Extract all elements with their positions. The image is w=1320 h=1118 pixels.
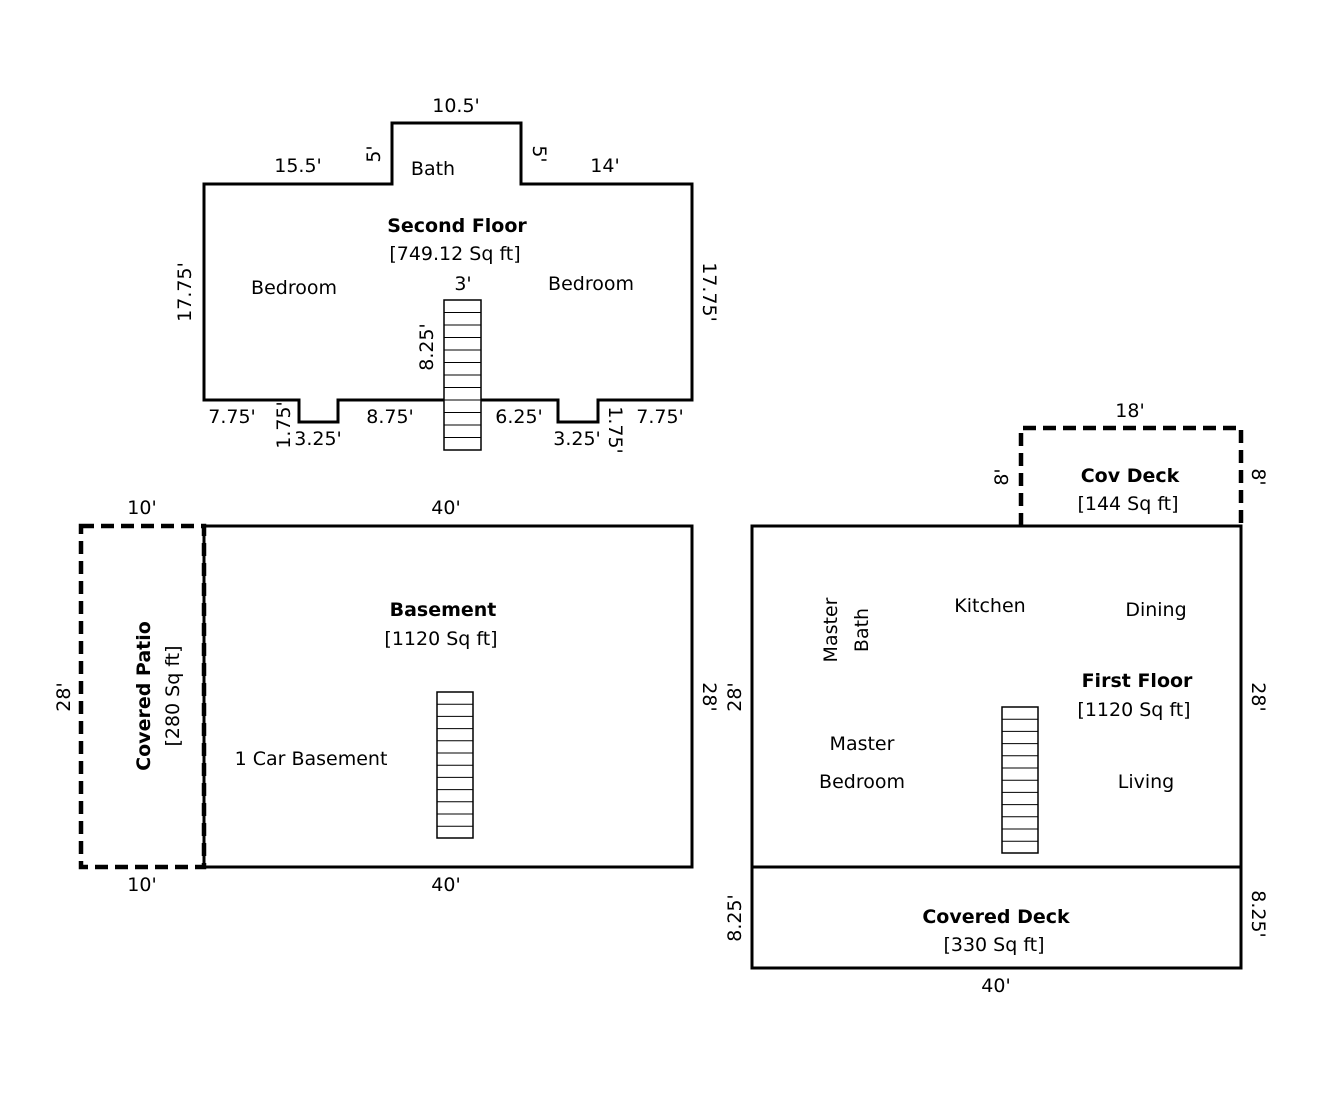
- covered-patio-outline: [78, 523, 207, 870]
- dim-cov-deck-right: 8': [1247, 468, 1269, 485]
- covered-patio-area: [280 Sq ft]: [162, 645, 184, 746]
- dim-bottom-right: 7.75': [636, 406, 684, 428]
- dim-bottom-mid: 8.75': [366, 406, 414, 428]
- second-floor-outline: [202, 121, 694, 424]
- dim-patio-bottom: 10': [127, 874, 156, 896]
- second-floor-stairs: [443, 299, 482, 451]
- basement-outline: [202, 524, 694, 869]
- second-floor-plan: Second Floor [749.12 Sq ft] Bath Bedroom…: [174, 95, 720, 454]
- dim-notch1-width: 3.25': [294, 428, 342, 450]
- cov-deck-outline: [1018, 425, 1244, 526]
- covered-deck-plan: Covered Deck [330 Sq ft] 8.25' 8.25' 40': [724, 865, 1269, 997]
- dim-bottom-left: 7.75': [208, 406, 256, 428]
- dim-basement-bottom: 40': [431, 874, 460, 896]
- cov-deck-area: [144 Sq ft]: [1077, 493, 1178, 515]
- dim-notch2-depth: 1.75': [604, 406, 626, 454]
- dim-left: 17.75': [174, 262, 196, 322]
- bedroom-left-label: Bedroom: [251, 277, 337, 299]
- covered-patio-plan: Covered Patio [280 Sq ft] 10' 10' 28': [53, 497, 207, 896]
- covered-deck-outline: [750, 865, 1243, 970]
- dim-covered-deck-bottom: 40': [981, 975, 1010, 997]
- first-floor-plan: Master Bath Kitchen Dining First Floor […: [724, 524, 1269, 869]
- dim-top-right: 14': [590, 155, 619, 177]
- dim-patio-left: 28': [53, 682, 75, 711]
- dim-stair-width: 3': [454, 273, 471, 295]
- dim-bath-right: 5': [528, 145, 550, 162]
- first-floor-area: [1120 Sq ft]: [1077, 699, 1190, 721]
- master-bedroom-label-line1: Master: [830, 733, 895, 755]
- dim-first-floor-right: 28': [1247, 682, 1269, 711]
- first-floor-outline: [750, 524, 1243, 869]
- dim-basement-top: 40': [431, 497, 460, 519]
- master-bath-label-line1: Master: [820, 597, 842, 662]
- first-floor-stairs: [1001, 706, 1039, 854]
- dim-basement-right: 28': [698, 682, 720, 711]
- master-bedroom-label-line2: Bedroom: [819, 771, 905, 793]
- dim-cov-deck-left: 8': [991, 468, 1013, 485]
- covered-patio-title: Covered Patio: [133, 621, 155, 771]
- dim-bath-left: 5': [363, 145, 385, 162]
- dim-top-left: 15.5': [274, 155, 322, 177]
- dining-label: Dining: [1125, 599, 1186, 621]
- covered-deck-title: Covered Deck: [922, 906, 1070, 928]
- cov-deck-plan: Cov Deck [144 Sq ft] 18' 8' 8': [991, 400, 1269, 526]
- bath-label: Bath: [411, 158, 455, 180]
- basement-area: [1120 Sq ft]: [384, 628, 497, 650]
- dim-covered-deck-left: 8.25': [724, 894, 746, 942]
- basement-plan: Basement [1120 Sq ft] 1 Car Basement 40'…: [202, 497, 720, 896]
- dim-notch1-depth: 1.75': [273, 401, 295, 449]
- car-basement-label: 1 Car Basement: [235, 748, 388, 770]
- dim-first-floor-left: 28': [724, 682, 746, 711]
- basement-stairs: [436, 691, 474, 839]
- second-floor-title: Second Floor: [387, 215, 527, 237]
- dim-cov-deck-top: 18': [1115, 400, 1144, 422]
- dim-covered-deck-right: 8.25': [1247, 890, 1269, 938]
- dim-stair-length: 8.25': [416, 323, 438, 371]
- dim-notch2-width: 3.25': [553, 428, 601, 450]
- cov-deck-title: Cov Deck: [1081, 465, 1180, 487]
- bedroom-right-label: Bedroom: [548, 273, 634, 295]
- dim-bottom-mid2: 6.25': [495, 406, 543, 428]
- covered-deck-area: [330 Sq ft]: [943, 934, 1044, 956]
- dim-patio-top: 10': [127, 497, 156, 519]
- dim-right: 17.75': [698, 262, 720, 322]
- kitchen-label: Kitchen: [954, 595, 1025, 617]
- first-floor-title: First Floor: [1082, 670, 1193, 692]
- dim-bath-top: 10.5': [432, 95, 480, 117]
- living-label: Living: [1118, 771, 1175, 793]
- basement-title: Basement: [390, 599, 497, 621]
- master-bath-label-line2: Bath: [851, 608, 873, 652]
- second-floor-area: [749.12 Sq ft]: [389, 243, 520, 265]
